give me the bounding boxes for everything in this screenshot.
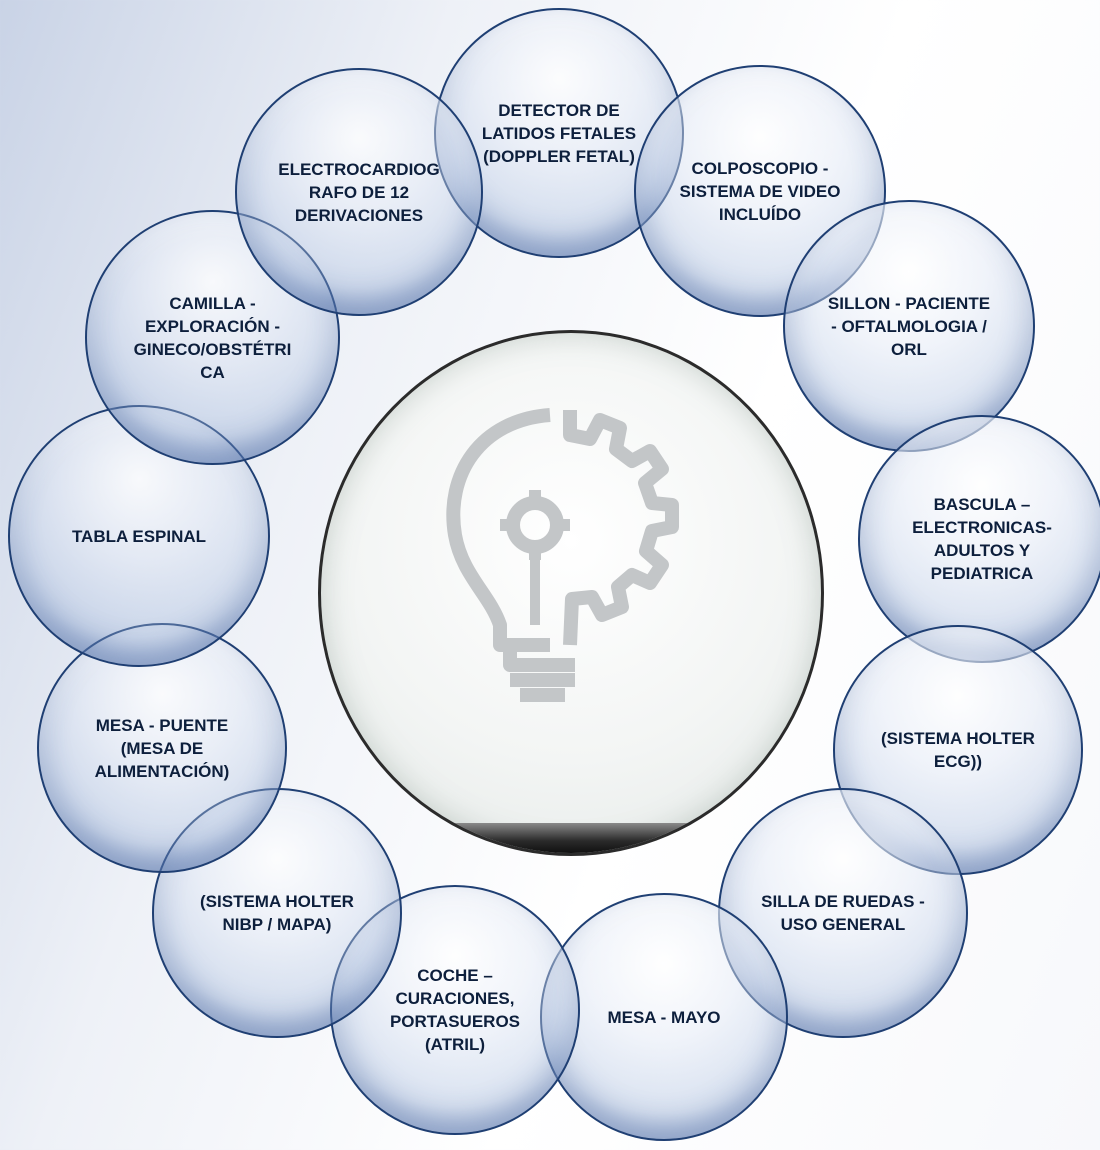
bubble-label: MESA - PUENTE (MESA DE ALIMENTACIÓN): [94, 715, 230, 781]
bubble-bascula: BASCULA – ELECTRONICAS- ADULTOS Y PEDIAT…: [858, 415, 1100, 663]
bubble-label: ELECTROCARDIOG RAFO DE 12 DERIVACIONES: [278, 159, 440, 225]
bubble-label: COLPOSCOPIO - SISTEMA DE VIDEO INCLUÍDO: [679, 158, 841, 224]
bubble-label: COCHE – CURACIONES, PORTASUEROS (ATRIL): [389, 966, 521, 1054]
bubble-label: (SISTEMA HOLTER NIBP / MAPA): [200, 892, 354, 934]
bubble-mesa-mayo: MESA - MAYO: [540, 893, 788, 1141]
bubble-label: CAMILLA - EXPLORACIÓN - GINECO/OBSTÉTRI …: [133, 293, 292, 382]
bubble-camilla: CAMILLA - EXPLORACIÓN - GINECO/OBSTÉTRI …: [85, 210, 340, 465]
bubble-label: BASCULA – ELECTRONICAS- ADULTOS Y PEDIAT…: [912, 495, 1052, 583]
bubble-label: TABLA ESPINAL: [71, 526, 207, 546]
bubble-sillon-paciente: SILLON - PACIENTE - OFTALMOLOGIA / ORL: [783, 200, 1035, 452]
bubble-label: (SISTEMA HOLTER ECG)): [881, 729, 1035, 771]
bubble-electrocardiografo: ELECTROCARDIOG RAFO DE 12 DERIVACIONES: [235, 68, 483, 316]
bubble-label: SILLON - PACIENTE - OFTALMOLOGIA / ORL: [827, 293, 991, 359]
bubble-label: MESA - MAYO: [607, 1007, 721, 1027]
bubble-label: SILLA DE RUEDAS - USO GENERAL: [761, 892, 925, 934]
bubble-label: DETECTOR DE LATIDOS FETALES (DOPPLER FET…: [481, 100, 637, 166]
lightbulb-gear-icon: [446, 408, 679, 702]
